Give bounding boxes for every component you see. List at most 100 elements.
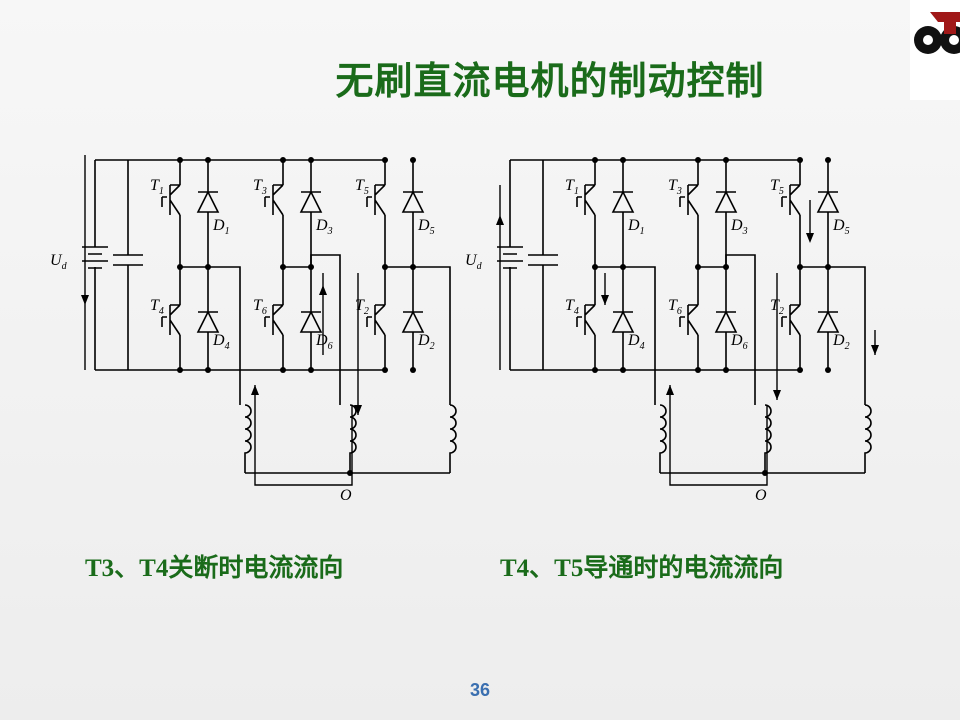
junction-dot (620, 264, 626, 270)
current-arrow (81, 295, 89, 305)
transistor-label: T1 (150, 177, 164, 197)
junction-dot (797, 367, 803, 373)
transistor-label: T5 (355, 177, 369, 197)
junction-dot (410, 157, 416, 163)
igbt-upper (264, 184, 284, 216)
junction-dot (592, 264, 598, 270)
current-arrow (806, 233, 814, 243)
motor-winding (449, 404, 457, 473)
junction-dot (695, 264, 701, 270)
page-number: 36 (469, 680, 491, 700)
igbt-upper (679, 184, 699, 216)
transistor-label: T3 (253, 177, 267, 197)
current-arrow (496, 215, 504, 225)
capacitor-symbol (528, 160, 558, 370)
capacitor-symbol (113, 160, 143, 370)
igbt-lower (264, 304, 284, 336)
junction-dot (280, 157, 286, 163)
junction-dot (308, 157, 314, 163)
diode-label: D4 (212, 332, 230, 352)
junction-dot (205, 264, 211, 270)
junction-dot (797, 264, 803, 270)
diode-lower (816, 310, 840, 333)
igbt-lower (576, 304, 596, 336)
diode-upper (714, 190, 738, 213)
junction-dot (205, 367, 211, 373)
junction-dot (723, 264, 729, 270)
transistor-label: T2 (355, 297, 369, 317)
current-arrow (354, 405, 362, 415)
junction-dot (592, 157, 598, 163)
junction-dot (825, 264, 831, 270)
transistor-label: T4 (565, 297, 579, 317)
junction-dot (410, 367, 416, 373)
junction-dot (723, 157, 729, 163)
diode-lower (196, 310, 220, 333)
junction-dot (382, 264, 388, 270)
current-arrow (251, 385, 259, 395)
diode-label: D4 (627, 332, 645, 352)
diode-lower (611, 310, 635, 333)
diode-lower (714, 310, 738, 333)
current-arrow (666, 385, 674, 395)
igbt-upper (161, 184, 181, 216)
junction-dot (280, 367, 286, 373)
diode-upper (816, 190, 840, 213)
current-arrow (319, 285, 327, 295)
junction-dot (825, 367, 831, 373)
junction-dot (410, 264, 416, 270)
junction-dot (620, 157, 626, 163)
transistor-label: T6 (253, 297, 267, 317)
transistor-label: T5 (770, 177, 784, 197)
igbt-lower (366, 304, 386, 336)
motor-winding (659, 404, 667, 473)
current-arrow (601, 295, 609, 305)
transistor-label: T6 (668, 297, 682, 317)
diode-label: D6 (730, 332, 748, 352)
diode-upper (611, 190, 635, 213)
igbt-upper (366, 184, 386, 216)
diode-label: D1 (212, 217, 230, 237)
igbt-upper (576, 184, 596, 216)
junction-dot (308, 367, 314, 373)
diode-label: D2 (832, 332, 850, 352)
transistor-label: T3 (668, 177, 682, 197)
diode-label: D3 (315, 217, 333, 237)
diode-label: D3 (730, 217, 748, 237)
neutral-label: O (340, 487, 352, 504)
junction-dot (723, 367, 729, 373)
current-path (254, 385, 353, 486)
battery-symbol (82, 246, 108, 269)
current-arrow (871, 345, 879, 355)
diode-label: D2 (417, 332, 435, 352)
right-caption: T4、T5导通时的电流流向 (500, 555, 784, 582)
igbt-lower (161, 304, 181, 336)
source-label: Ud (50, 252, 68, 272)
current-arrow (773, 390, 781, 400)
junction-dot (205, 157, 211, 163)
university-logo (910, 0, 960, 100)
junction-dot (177, 367, 183, 373)
junction-dot (797, 157, 803, 163)
diode-label: D1 (627, 217, 645, 237)
motor-winding (244, 404, 252, 473)
battery-symbol (497, 246, 523, 269)
igbt-upper (781, 184, 801, 216)
junction-dot (695, 367, 701, 373)
motor-winding (864, 404, 872, 473)
junction-dot (382, 367, 388, 373)
diode-lower (401, 310, 425, 333)
motor-winding (764, 404, 772, 473)
diode-label: D5 (417, 217, 435, 237)
neutral-label: O (755, 487, 767, 504)
diode-upper (299, 190, 323, 213)
diode-label: D6 (315, 332, 333, 352)
diode-label: D5 (832, 217, 850, 237)
motor-winding (349, 404, 357, 473)
junction-dot (382, 157, 388, 163)
diode-upper (401, 190, 425, 213)
slide-title: 无刷直流电机的制动控制 (335, 59, 765, 103)
junction-dot (308, 264, 314, 270)
diode-upper (196, 190, 220, 213)
